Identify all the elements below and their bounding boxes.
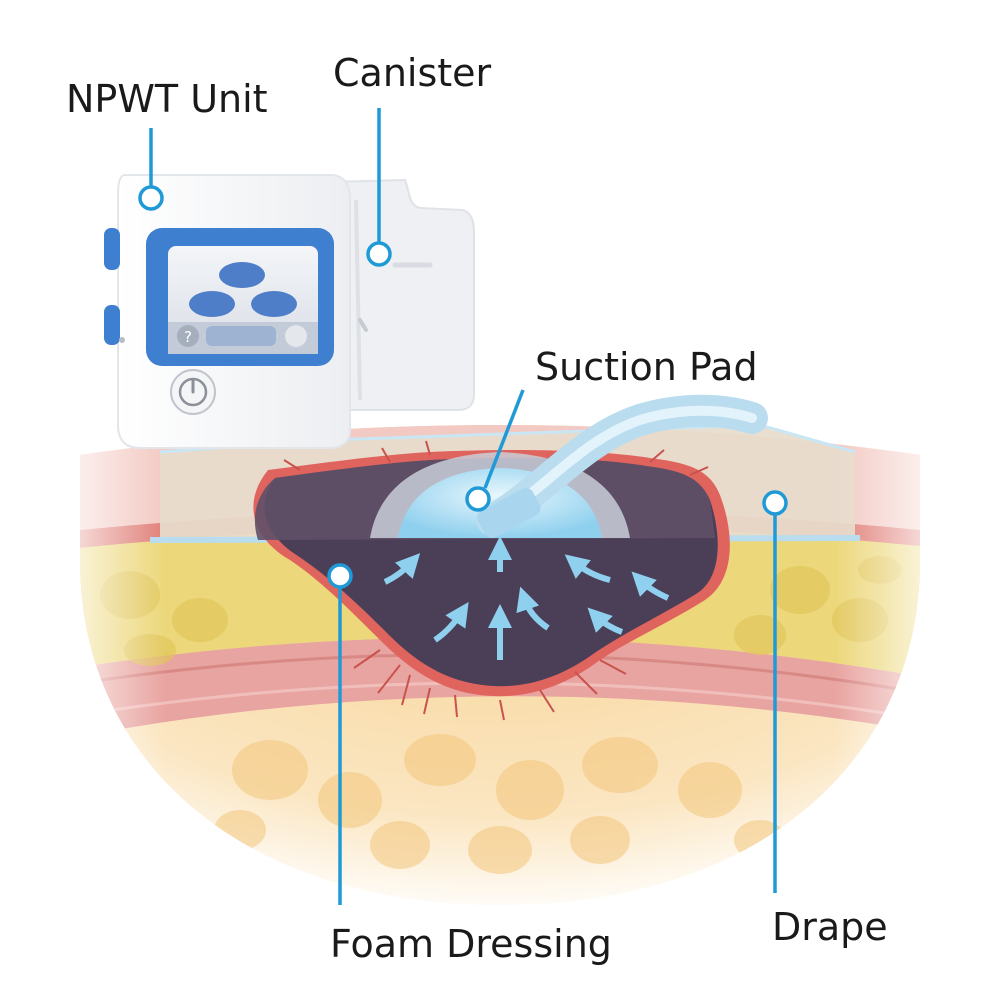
arrow-icon bbox=[564, 554, 611, 583]
drape-marker bbox=[762, 490, 788, 516]
npwt-unit-marker bbox=[138, 185, 164, 211]
callout-suction-pad: Suction Pad bbox=[465, 345, 758, 512]
arrow-icon bbox=[587, 607, 624, 635]
suction-pad bbox=[370, 394, 768, 538]
question-mark-icon: ? bbox=[184, 328, 192, 346]
npwt-unit-label: NPWT Unit bbox=[66, 77, 268, 121]
help-button[interactable] bbox=[177, 325, 199, 347]
canister-label: Canister bbox=[333, 51, 492, 95]
callout-drape: Drape bbox=[762, 490, 888, 949]
flow-arrows bbox=[383, 536, 670, 660]
arrow-icon bbox=[433, 602, 469, 643]
canister-body bbox=[328, 178, 475, 411]
status-bar bbox=[206, 326, 276, 346]
arrow-icon bbox=[631, 571, 670, 601]
npwt-device: ? bbox=[104, 174, 475, 449]
screen-button-left[interactable] bbox=[189, 291, 235, 317]
side-button-bottom[interactable] bbox=[104, 305, 120, 345]
arrow-icon bbox=[516, 586, 550, 631]
side-button-top[interactable] bbox=[104, 228, 120, 270]
callout-foam-dressing: Foam Dressing bbox=[327, 563, 612, 966]
screen-button-small[interactable] bbox=[285, 325, 307, 347]
canister-marker bbox=[366, 241, 392, 267]
arrow-icon bbox=[383, 553, 421, 585]
callout-npwt-unit: NPWT Unit bbox=[66, 77, 268, 211]
screen-button-top[interactable] bbox=[219, 262, 265, 288]
foam-dressing-label: Foam Dressing bbox=[330, 922, 612, 966]
screen-button-right[interactable] bbox=[251, 291, 297, 317]
power-button[interactable] bbox=[170, 369, 216, 415]
suction-pad-label: Suction Pad bbox=[535, 345, 758, 389]
foam-dressing-marker bbox=[327, 563, 353, 589]
drape-label: Drape bbox=[772, 905, 888, 949]
callout-canister: Canister bbox=[333, 51, 492, 267]
suction-pad-marker bbox=[465, 486, 491, 512]
